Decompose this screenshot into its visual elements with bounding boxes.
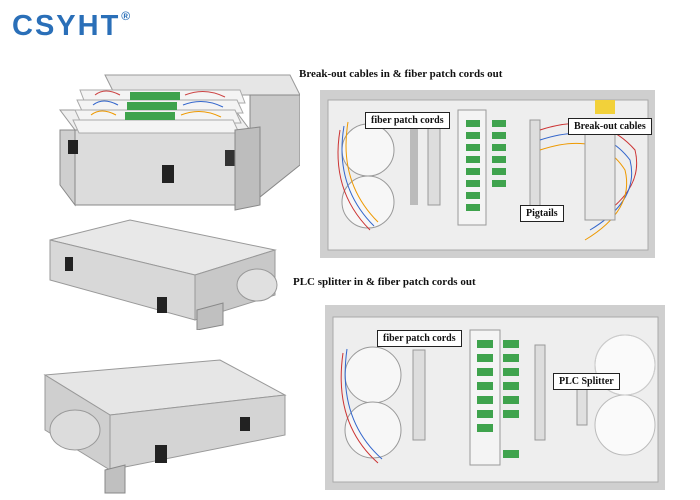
callout-plc-splitter: PLC Splitter <box>553 373 620 390</box>
photo-plc-splitter-tray: fiber patch cords PLC Splitter <box>325 305 665 490</box>
plc-splitter-tray-illustration <box>325 305 665 490</box>
brand-logo: CSYHT® <box>12 9 133 43</box>
callout-pigtails: Pigtails <box>520 205 564 222</box>
callout-breakout-cables: Break-out cables <box>568 118 652 135</box>
product-photo-open-drawer <box>59 74 300 211</box>
brand-logo-text: CSYHT <box>12 10 121 42</box>
callout-fiber-patch-cords-1: fiber patch cords <box>365 112 450 129</box>
product-photo-closed-enclosure <box>49 219 278 330</box>
photo-breakout-tray: fiber patch cords Break-out cables Pigta… <box>320 90 655 258</box>
section-heading-plc: PLC splitter in & fiber patch cords out <box>293 276 476 288</box>
product-photo-bottom-view <box>43 359 287 494</box>
registered-mark: ® <box>121 9 133 24</box>
section-heading-breakout: Break-out cables in & fiber patch cords … <box>299 68 503 80</box>
callout-fiber-patch-cords-2: fiber patch cords <box>377 330 462 347</box>
